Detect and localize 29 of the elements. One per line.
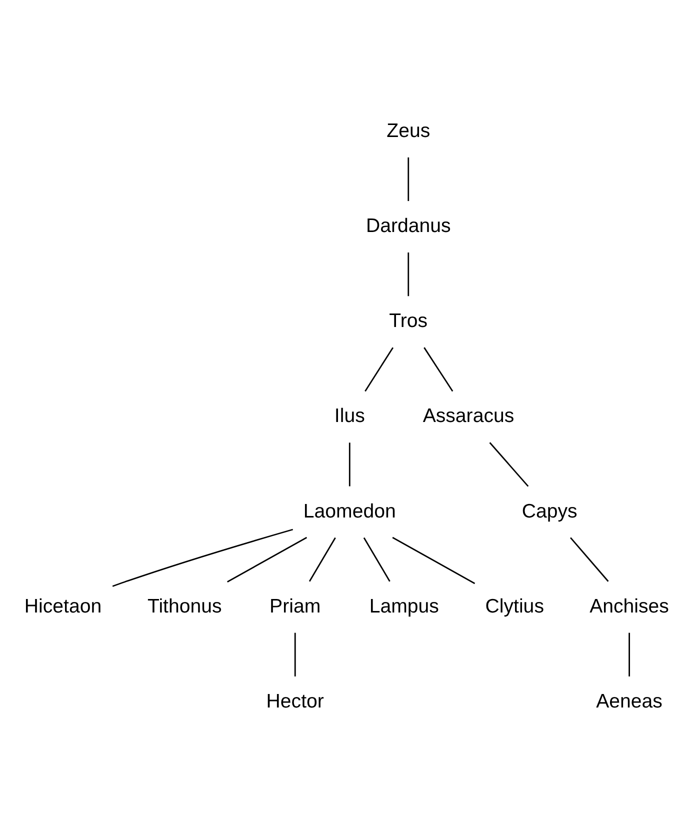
node-text: Hicetaon: [24, 595, 102, 618]
node-text: Tros: [389, 310, 428, 332]
connector: [628, 632, 630, 676]
connector: [112, 528, 294, 587]
connector: [408, 252, 410, 296]
node-text: Lampus: [369, 595, 439, 618]
node-text: Laomedon: [303, 500, 396, 522]
node-text: Ilus: [334, 405, 365, 428]
node-text: Tithonus: [148, 595, 222, 618]
node-text: Assaracus: [422, 405, 514, 428]
node-text: Anchises: [590, 595, 669, 618]
node-text: Capys: [522, 500, 578, 522]
node-text: Priam: [270, 595, 321, 618]
node-text: Aeneas: [596, 690, 662, 712]
connector: [424, 347, 454, 392]
connector: [227, 536, 308, 582]
connector: [348, 442, 350, 486]
node-text: Clytius: [485, 595, 544, 618]
connector: [570, 537, 609, 582]
connector: [392, 536, 476, 584]
node-text: Dardanus: [366, 215, 451, 238]
connector: [363, 537, 390, 582]
connector: [408, 157, 410, 202]
node-text: Zeus: [386, 120, 430, 142]
connector: [364, 347, 394, 392]
connector: [489, 442, 529, 487]
connector: [294, 632, 296, 676]
connector: [308, 537, 336, 582]
node-text: Hector: [266, 690, 324, 712]
